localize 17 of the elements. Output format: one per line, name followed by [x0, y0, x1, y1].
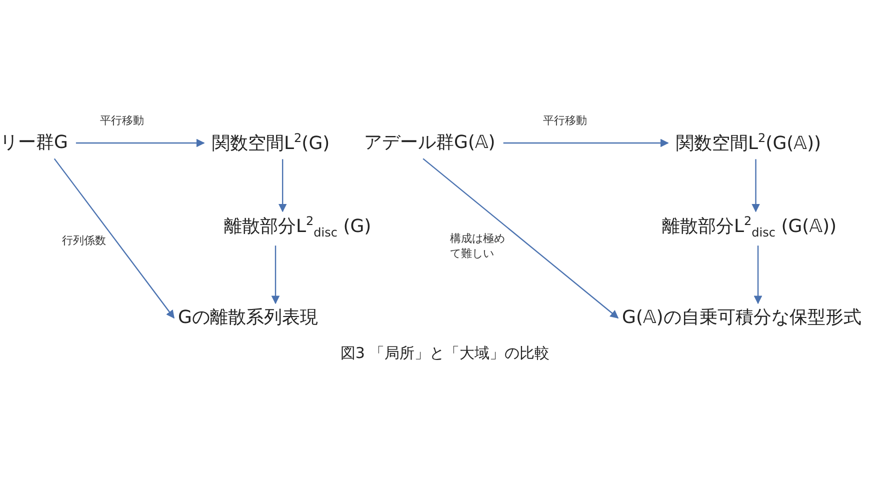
arrow — [76, 138, 205, 148]
arrow — [278, 159, 287, 212]
figure-caption: 図3 「局所」と「大域」の比較 — [340, 344, 550, 363]
math-label: アデール群G(𝔸) — [364, 131, 496, 155]
arrow — [271, 246, 280, 304]
arrow — [754, 246, 762, 304]
math-label: 離散部分L$^{2}$$_{disc}$ (G(𝔸)) — [662, 214, 837, 242]
math-label: 関数空間L$^{2}$(G) — [212, 130, 330, 156]
arrow — [752, 159, 760, 212]
math-label: Gの離散系列表現 — [178, 306, 318, 330]
arrow — [422, 158, 619, 319]
arrow — [54, 158, 174, 319]
arrow — [503, 138, 669, 148]
math-label: 関数空間L$^{2}$(G(𝔸)) — [676, 130, 822, 156]
math-label: G(𝔸)の自乗可積分な保型形式 — [622, 306, 862, 330]
math-label: 離散部分L$^{2}$$_{disc}$ (G) — [224, 214, 372, 242]
math-label: リー群G — [0, 131, 68, 155]
